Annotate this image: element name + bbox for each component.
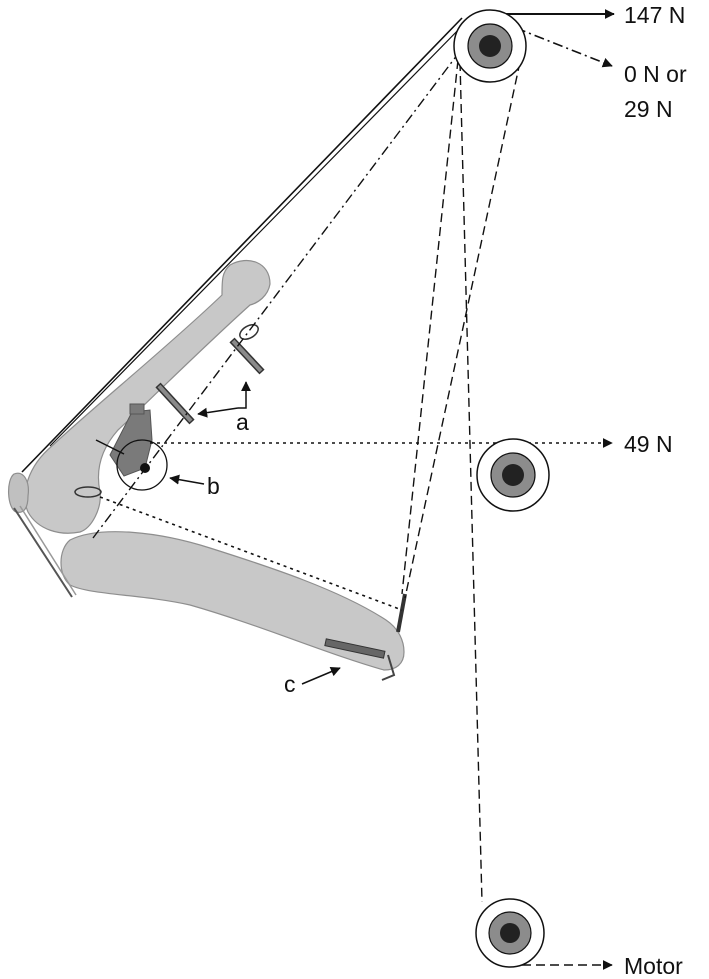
motor-cable-left: [459, 61, 483, 903]
hamstring-cable-dashdot: [92, 21, 483, 539]
condyle-screw-eye: [74, 486, 102, 498]
label-c: c: [284, 671, 296, 697]
tibial-hook: [396, 593, 407, 633]
quadriceps-cable-upper: [49, 21, 467, 447]
top-pulley: [453, 9, 527, 83]
label-motor: Motor: [624, 953, 683, 979]
motor-cable-right: [404, 61, 521, 599]
tibial-dotted-cable: [99, 496, 403, 611]
label-a: a: [236, 409, 249, 435]
tibial-plate: [324, 638, 396, 681]
label-29n: 29 N: [624, 96, 673, 122]
force-arrow-0n-29n: [515, 27, 613, 68]
label-147n: 147 N: [624, 2, 685, 28]
label-b: b: [207, 473, 220, 499]
label-0n-or: 0 N or: [624, 61, 687, 87]
callout-a-arrows: [197, 381, 251, 418]
quadriceps-cable: [21, 17, 463, 473]
tendon-clamp-pointer: [95, 439, 125, 455]
patellar-tendon: [13, 507, 73, 598]
femoral-screw-eye: [239, 324, 259, 340]
joint-center-dot: [140, 463, 150, 473]
callout-c-arrow: [301, 666, 341, 685]
bottom-pulley: [475, 898, 545, 968]
callout-b-arrow: [169, 474, 205, 485]
label-49n: 49 N: [624, 431, 673, 457]
tibia-bone: [60, 531, 405, 671]
patellar-tendon-edge: [19, 505, 77, 596]
middle-pulley: [476, 438, 550, 512]
hamstring-cable-tibial-dashed: [401, 59, 459, 595]
joint-center-circle: [116, 439, 168, 491]
femur-bone: [24, 259, 271, 534]
patella-bone: [8, 472, 29, 513]
